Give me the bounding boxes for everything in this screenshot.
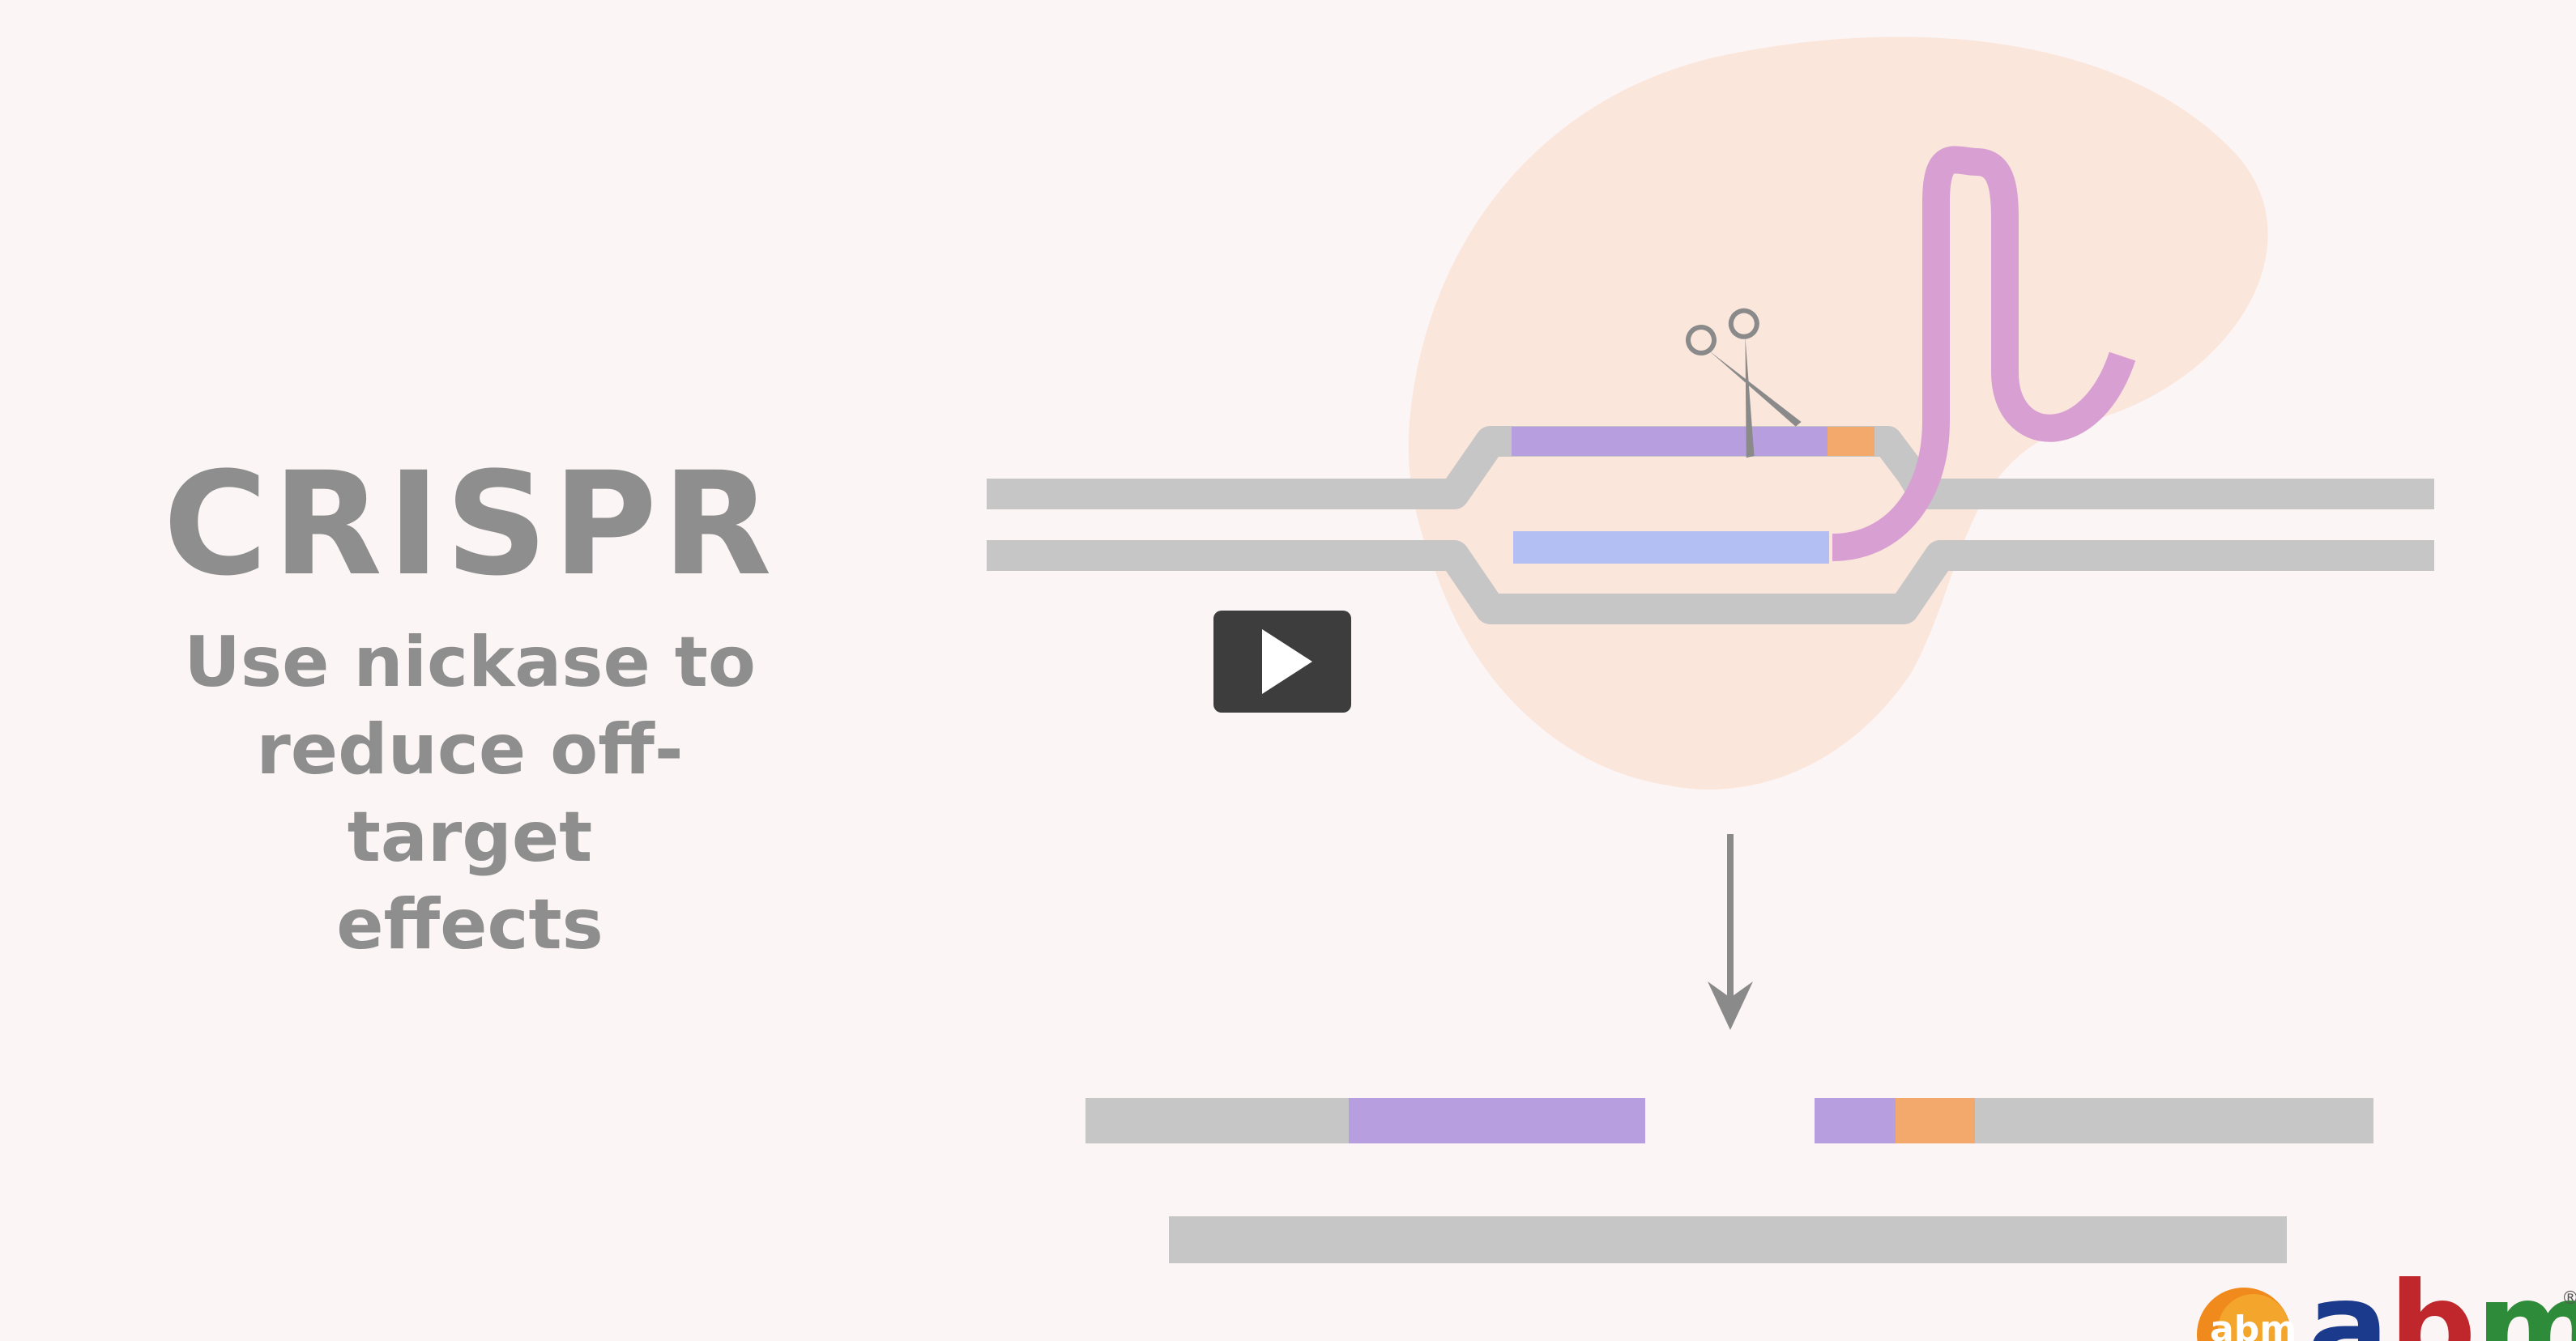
video-subtitle: Use nickase to reduce off-target effects — [138, 619, 802, 968]
title-block: CRISPR Use nickase to reduce off-target … — [138, 453, 802, 968]
abm-logo: abm abm ® — [2187, 1271, 2576, 1341]
logo-registered-mark: ® — [2561, 1288, 2576, 1309]
result-right-purple — [1815, 1098, 1896, 1143]
result-right-gray — [1975, 1098, 2373, 1143]
result-left-purple — [1349, 1098, 1645, 1143]
video-title: CRISPR — [163, 441, 777, 607]
subtitle-line-3: effects — [336, 884, 603, 965]
scissors-icon — [1686, 308, 1802, 458]
cas9-protein-blob — [1408, 36, 2268, 790]
subtitle-line-1: Use nickase to — [184, 622, 756, 703]
arrow-down-icon — [1708, 834, 1753, 1030]
pam-bar — [1828, 427, 1874, 456]
result-right-pam — [1896, 1098, 1975, 1143]
guide-rna-strand — [1832, 146, 2136, 561]
dna-bottom-strand — [987, 540, 2434, 624]
play-icon — [1262, 629, 1312, 694]
logo-wordmark: abm — [2307, 1271, 2576, 1341]
result-left-gray — [1085, 1098, 1349, 1143]
target-sequence-bar — [1512, 427, 1828, 456]
result-bottom-strand — [1169, 1216, 2287, 1263]
logo-badge-text: abm — [2210, 1309, 2297, 1341]
play-button[interactable] — [1213, 611, 1351, 713]
subtitle-line-2: reduce off-target — [256, 709, 684, 878]
complement-sequence-bar — [1513, 531, 1829, 564]
